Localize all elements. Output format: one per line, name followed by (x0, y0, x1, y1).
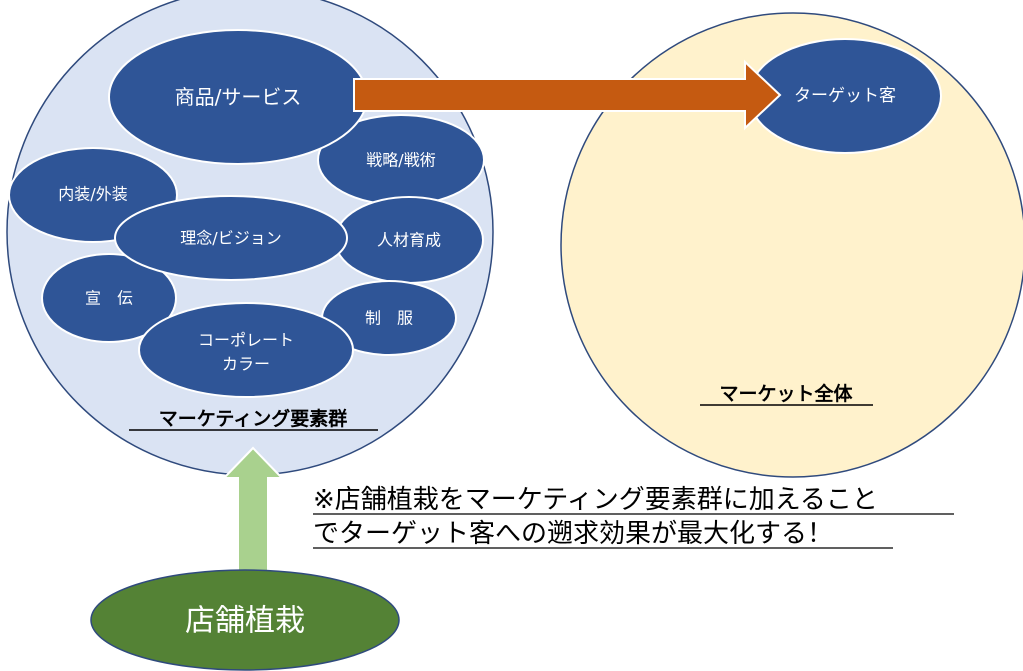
element-corporate-color-label-1: コーポレート (198, 331, 294, 350)
marketing-group-title: マーケティング要素群 (159, 407, 347, 430)
element-philosophy: 理念/ビジョン (114, 195, 348, 281)
element-product-label: 商品/サービス (175, 85, 302, 109)
element-hr-label: 人材育成 (377, 231, 441, 250)
element-uniform-label: 制 服 (365, 309, 413, 328)
planting-node: 店舗植栽 (90, 569, 400, 671)
planting-label: 店舗植栽 (185, 604, 305, 639)
element-product: 商品/サービス (108, 29, 368, 165)
target-customer: ターゲット客 (748, 38, 942, 154)
target-customer-label: ターゲット客 (794, 86, 896, 106)
element-strategy-label: 戦略/戦術 (366, 151, 435, 170)
element-promotion: 宣 伝 (41, 253, 177, 343)
orange-arrow (353, 59, 782, 131)
element-hr: 人材育成 (334, 196, 484, 284)
note-line-1: ※店舗植栽をマーケティング要素群に加えること (313, 485, 878, 515)
element-corporate-color-label-2: カラー (222, 355, 270, 374)
market-title: マーケット全体 (719, 382, 853, 405)
element-promotion-label: 宣 伝 (85, 289, 133, 308)
element-philosophy-label: 理念/ビジョン (180, 229, 281, 248)
note-line-2: でターゲット客への遡求効果が最大化する！ (313, 519, 833, 549)
element-corporate-color: コーポレート カラー (138, 302, 354, 398)
element-interior-label: 内装/外装 (58, 185, 127, 204)
